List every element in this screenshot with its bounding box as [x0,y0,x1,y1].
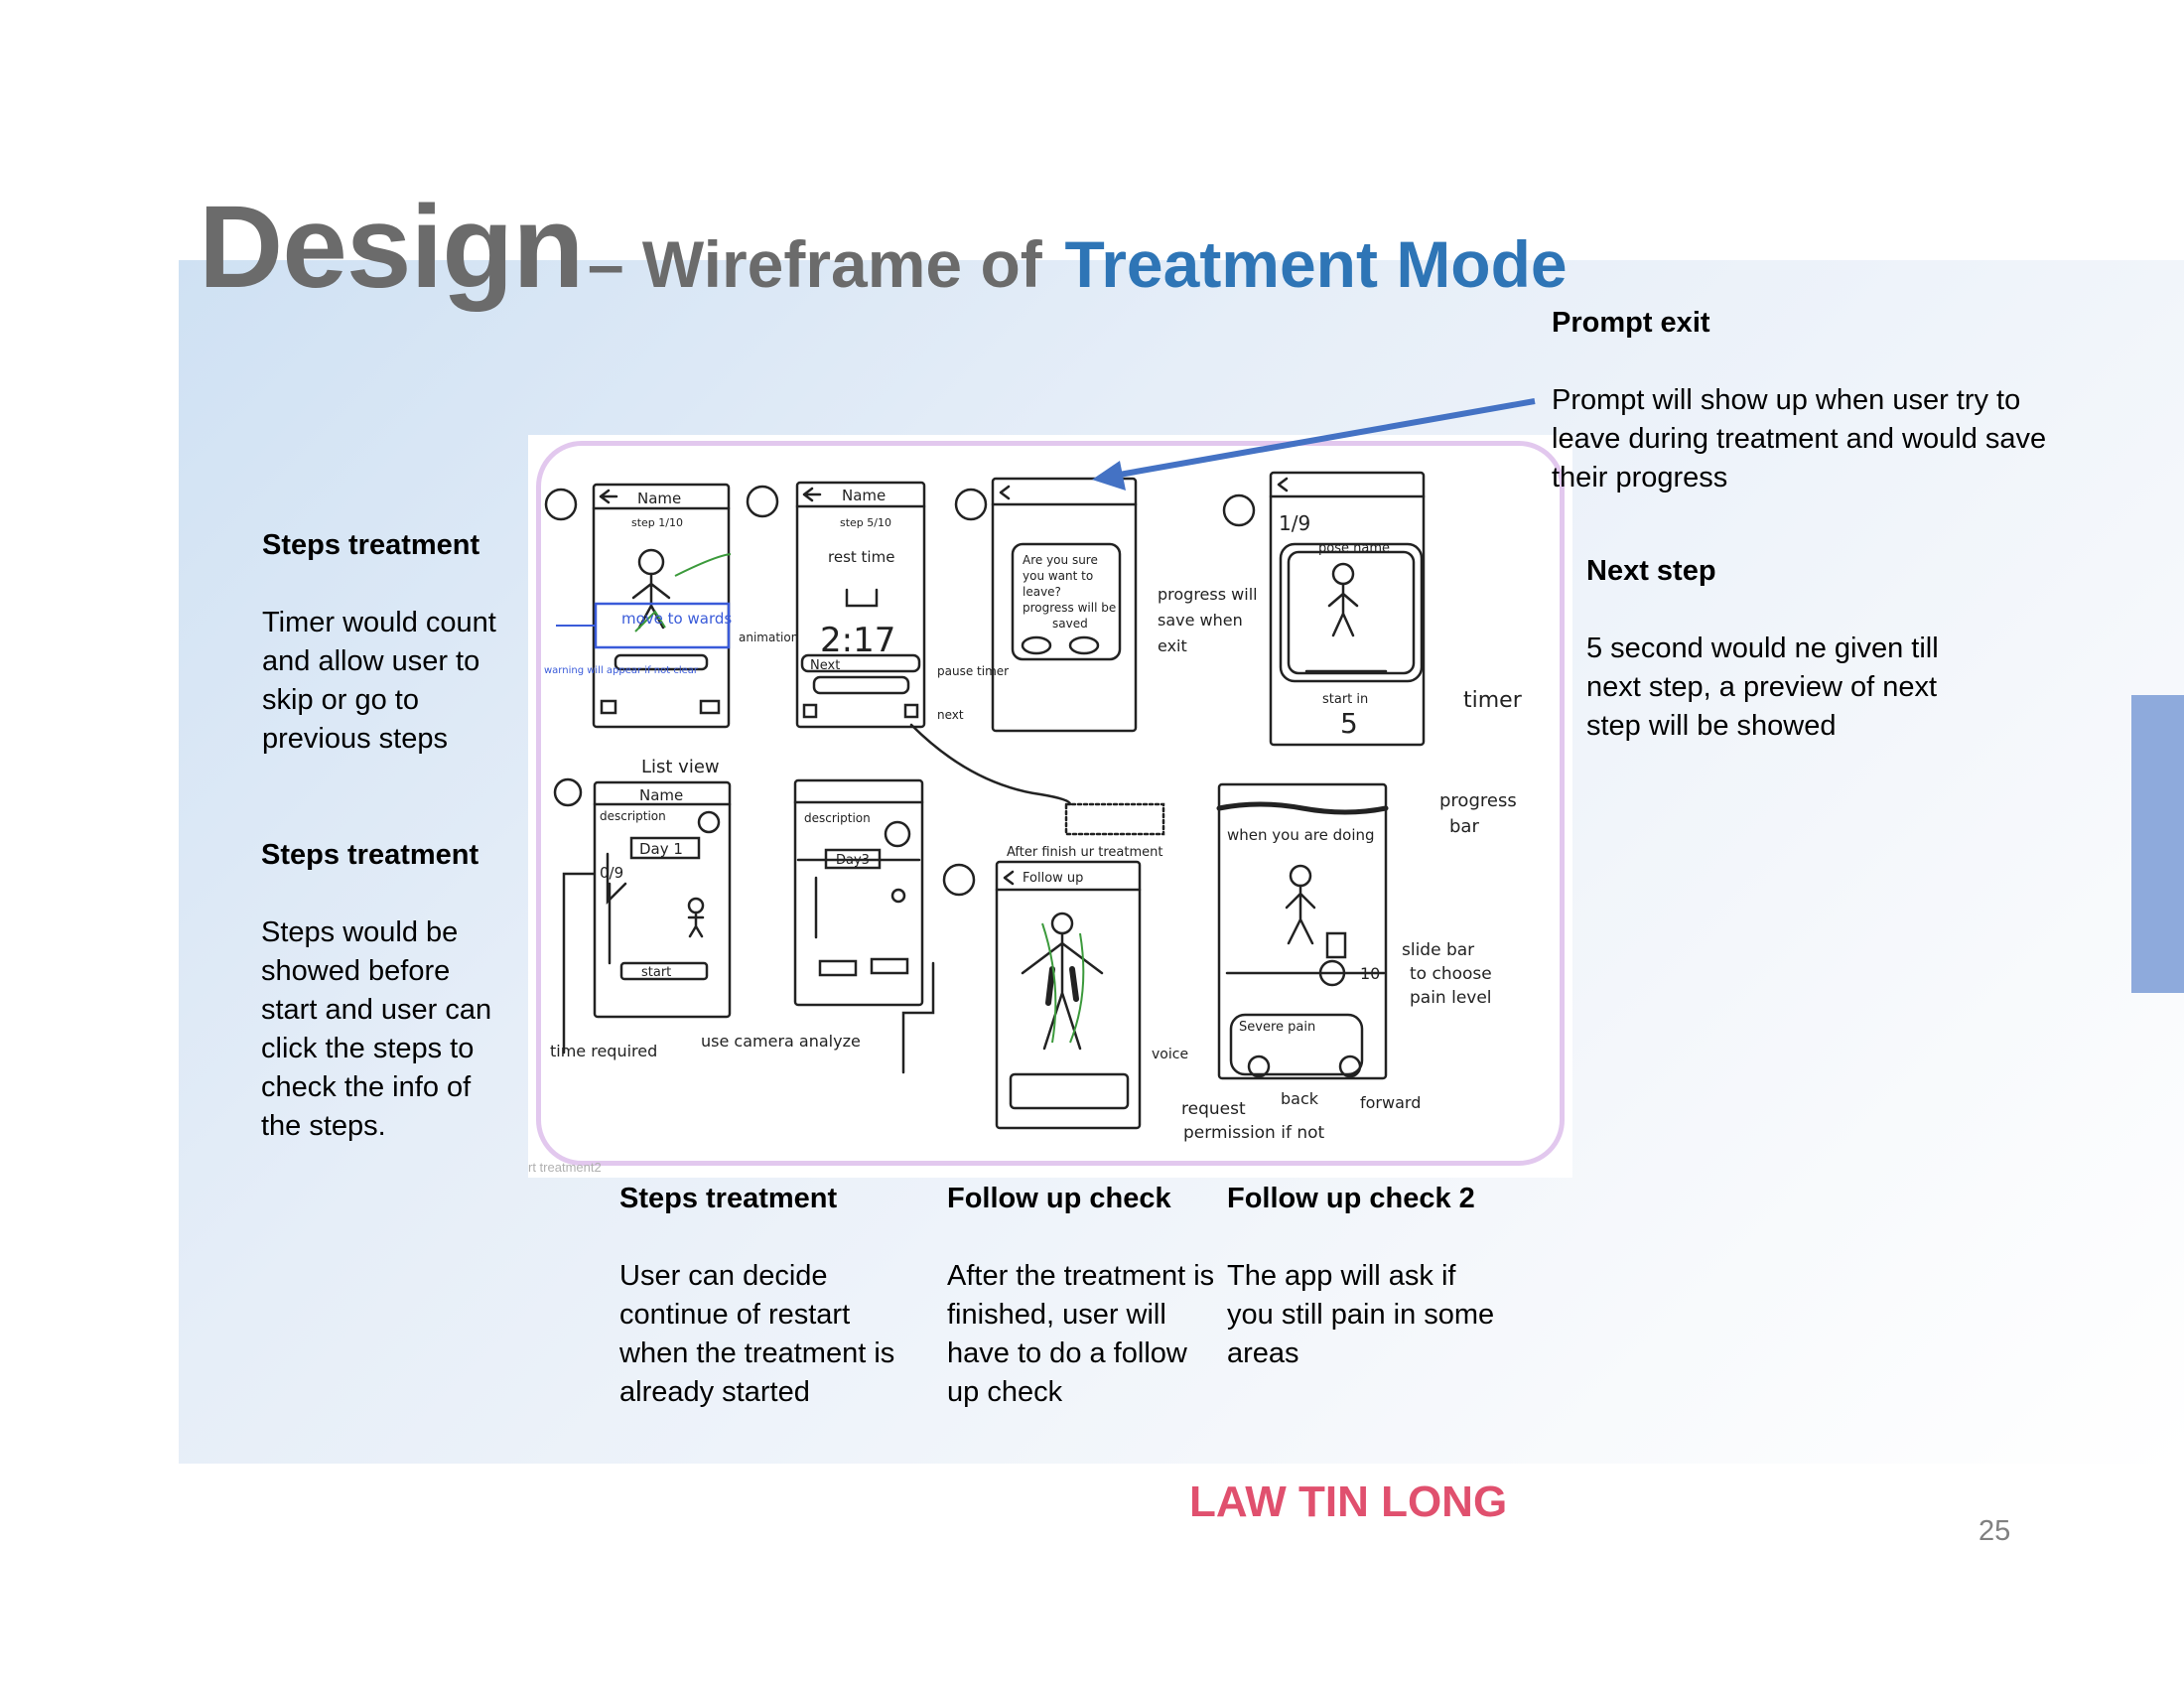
sketch-annotation-progress-1: progress will [1158,585,1258,604]
sketch-s1-desc: description [600,809,666,823]
sketch-annotation-progress-3: exit [1158,636,1187,655]
sketch-s6-prompt-3: leave? [1023,585,1061,599]
sketch-annotation-timer: timer [1463,688,1523,713]
sketch-s3-title: Name [637,490,681,507]
sketch-s1-day: Day 1 [639,840,683,858]
note-prompt-exit: Prompt exit Prompt will show up when use… [1552,304,2068,497]
sketch-screen-7 [1217,782,1388,1080]
sketch-s5-timer: 2:17 [820,621,895,660]
note-follow-up-2-heading: Follow up check 2 [1227,1183,1475,1214]
sketch-s4-count: 1/9 [1279,511,1310,535]
title-main: Design [199,182,584,313]
sketch-s3-callout: move to wards [621,610,732,628]
note-follow-up: Follow up check After the treatment is f… [947,1180,1225,1412]
note-steps-restart-body: User can decide continue of restart when… [619,1260,895,1408]
sketch-s6-prompt-1: Are you sure [1023,553,1098,567]
note-prompt-exit-body: Prompt will show up when user try to lea… [1552,384,2047,493]
note-follow-up-2-body: The app will ask if you still pain in so… [1227,1260,1495,1369]
sketch-annotation-request-2: permission if not [1183,1123,1325,1143]
sketch-annotation-next: next [937,708,964,722]
note-steps-timer: Steps treatment Timer would count and al… [262,526,505,759]
sketch-annotation-request-1: request [1181,1099,1246,1119]
sketch-screen-4 [1269,471,1426,747]
sketch-s4-num: 5 [1340,707,1358,740]
sketch-s4-start: start in [1322,692,1368,707]
sketch-screen-1b [793,778,924,1007]
note-steps-timer-body: Timer would count and allow user to skip… [262,607,496,755]
sketch-s5-rest: rest time [828,548,894,566]
sketch-annotation-list-view: List view [641,757,720,777]
sketch-annotation-time-required: time required [550,1042,657,1060]
wireframe-caption: rt treatment2 [528,1160,602,1175]
prompt-exit-arrow [1107,398,1536,480]
sketch-screen-5 [795,481,926,729]
wireframe-image [528,435,1572,1178]
note-steps-list: Steps treatment Steps would be showed be… [261,836,509,1146]
sketch-s6-prompt-2: you want to [1023,569,1093,583]
sketch-s1-count: 0/9 [600,864,623,882]
sketch-s6-prompt-4: progress will be [1023,601,1116,615]
note-follow-up-2: Follow up check 2 The app will ask if yo… [1227,1180,1495,1373]
note-steps-restart: Steps treatment User can decide continue… [619,1180,907,1412]
title-accent: Treatment Mode [1064,227,1568,301]
note-steps-list-heading: Steps treatment [261,839,479,871]
sketch-annotation-slide-1: slide bar [1402,940,1474,960]
sketch-s1b-desc: description [804,811,871,825]
sketch-s5-title: Name [842,487,886,504]
author-name: LAW TIN LONG [1189,1477,1508,1526]
note-next-step-heading: Next step [1586,555,1716,587]
sketch-annotation-progress-bar-1: progress [1439,790,1517,811]
sketch-annotation-progress-2: save when [1158,611,1243,630]
side-accent-tab [2131,695,2184,993]
sketch-s2-title: Follow up [1023,871,1083,886]
sketch-s1b-day: Day3 [836,853,870,868]
page-number: 25 [1979,1515,2011,1547]
sketch-s5-step: step 5/10 [840,516,891,529]
sketch-annotation-progress-bar-2: bar [1449,816,1479,837]
sketch-screen-6 [991,477,1138,733]
note-steps-list-body: Steps would be showed before start and u… [261,916,492,1142]
sketch-annotation-warning: warning will appear if not clear [544,665,699,676]
slide-title: Design – Wireframe of Treatment Mode [199,189,1568,306]
sketch-s1-start: start [641,965,671,980]
sketch-s1-title: Name [639,786,683,804]
note-follow-up-heading: Follow up check [947,1183,1171,1214]
sketch-annotation-back: back [1281,1089,1319,1108]
note-next-step: Next step 5 second would ne given till n… [1586,552,1964,746]
sketch-s2-label: After finish ur treatment [1007,845,1162,860]
sketch-annotation-pause: pause timer [937,664,1009,678]
sketch-annotation-animation: animation [739,631,798,644]
sketch-s7-num: 10 [1360,964,1380,983]
sketch-annotation-forward: forward [1360,1093,1421,1112]
sketch-s3-step: step 1/10 [631,516,683,529]
sketch-s4-pose: pose name [1318,541,1390,556]
note-follow-up-body: After the treatment is finished, user wi… [947,1260,1215,1408]
note-next-step-body: 5 second would ne given till next step, … [1586,633,1939,742]
note-steps-timer-heading: Steps treatment [262,529,480,561]
sketch-s5-next: Next [810,658,840,673]
title-separator: – Wireframe of [587,227,1061,301]
note-prompt-exit-heading: Prompt exit [1552,307,1710,339]
sketch-s7-top: when you are doing [1227,826,1375,844]
sketch-annotation-slide-2: to choose [1410,964,1492,984]
sketch-annotation-voice: voice [1152,1047,1188,1062]
sketch-annotation-slide-3: pain level [1410,988,1492,1008]
sketch-s6-prompt-5: saved [1052,617,1088,631]
sketch-screen-2 [995,860,1142,1130]
sketch-annotation-camera: use camera analyze [701,1032,861,1051]
wireframe-rounded-border [536,441,1565,1166]
sketch-screen-1 [593,780,732,1019]
note-steps-restart-heading: Steps treatment [619,1183,838,1214]
prompt-exit-arrowhead [1092,461,1126,491]
sketch-s7-pain: Severe pain [1239,1020,1315,1035]
